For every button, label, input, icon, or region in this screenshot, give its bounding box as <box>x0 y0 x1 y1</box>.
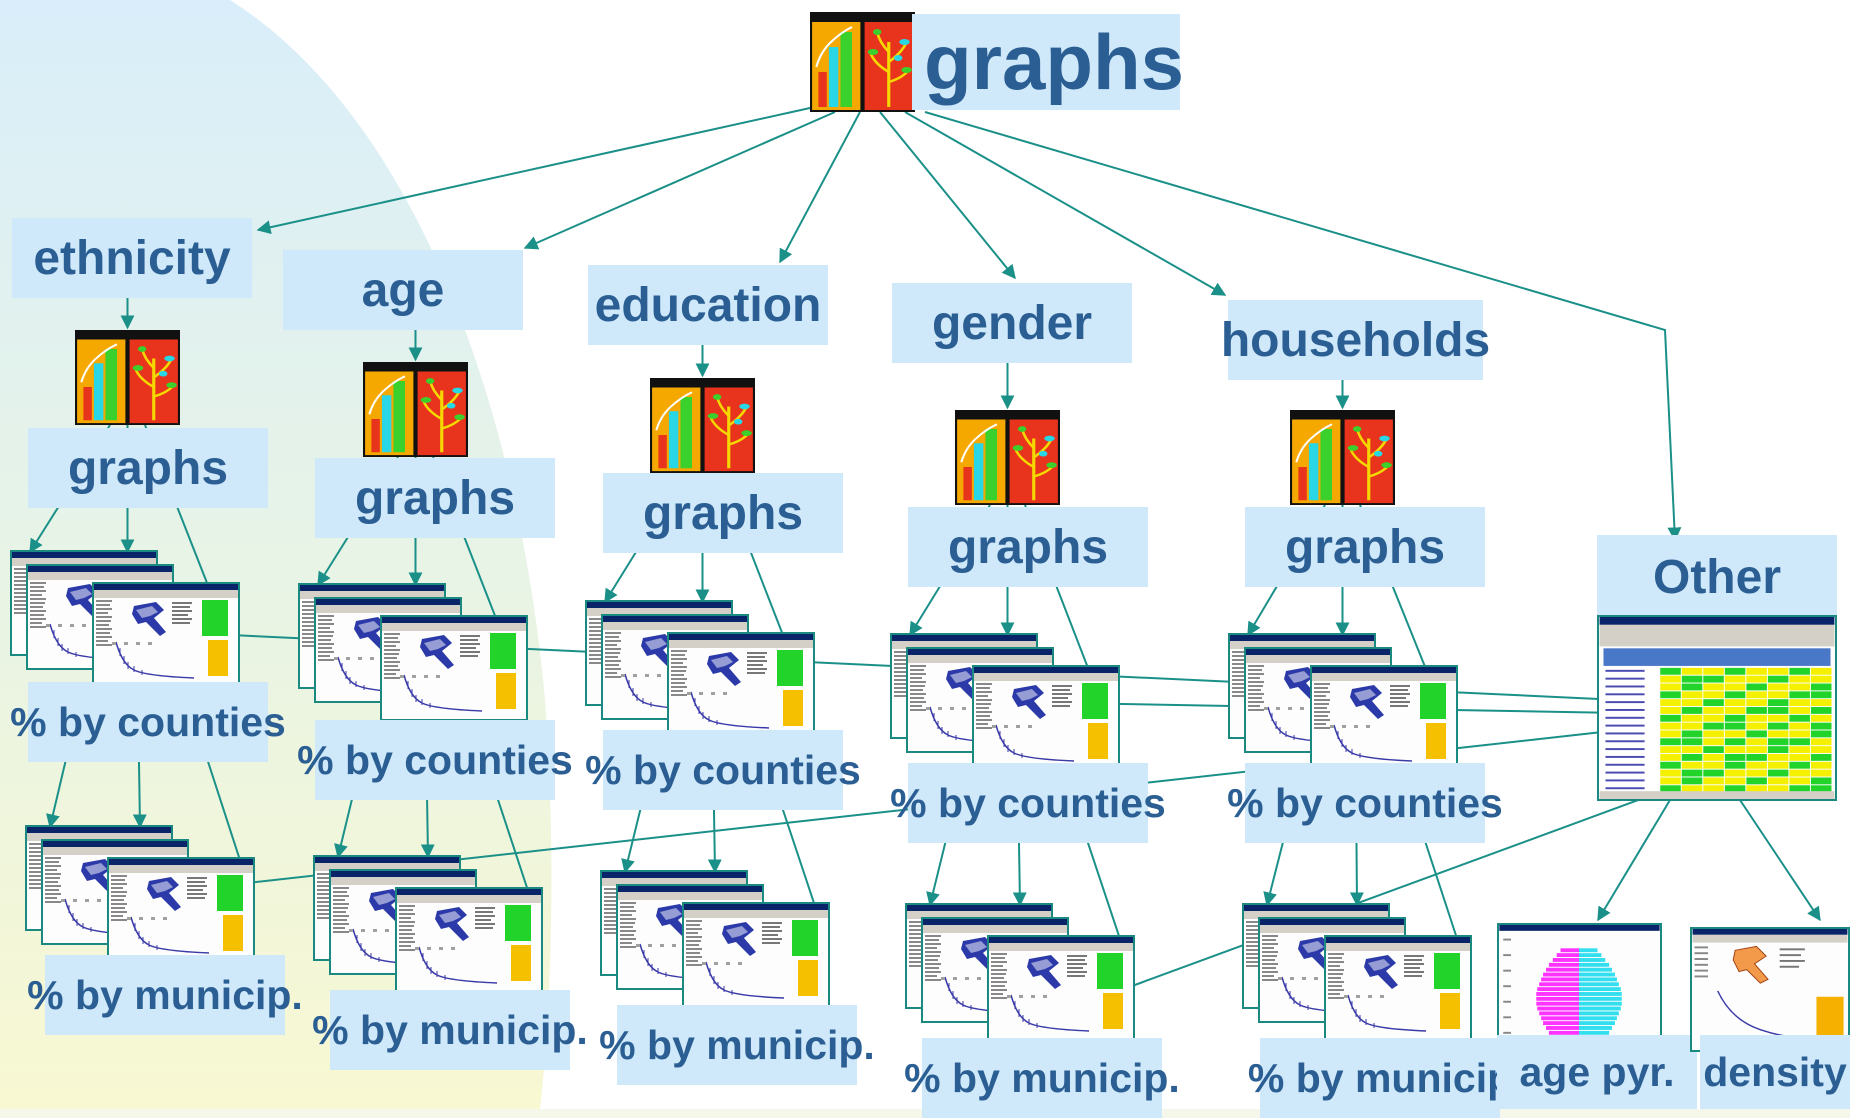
graphs-icon[interactable] <box>1290 410 1395 505</box>
graph-screenshot-thumbnail[interactable] <box>1310 665 1458 771</box>
category-label[interactable]: age <box>283 250 523 330</box>
graphs-label[interactable]: graphs <box>603 473 843 553</box>
graph-screenshot-thumbnail[interactable] <box>972 665 1120 771</box>
age-pyramid-label[interactable]: age pyr. <box>1497 1035 1697 1109</box>
counties-label[interactable]: % by counties <box>890 763 1166 843</box>
graphs-label[interactable]: graphs <box>28 428 268 508</box>
municipalities-label[interactable]: % by municip. <box>27 955 303 1035</box>
municipalities-label[interactable]: % by municip <box>1248 1038 1512 1118</box>
graph-screenshot-thumbnail[interactable] <box>1324 935 1472 1041</box>
category-label[interactable]: ethnicity <box>12 218 252 298</box>
municipalities-screenshots[interactable] <box>905 903 1137 1055</box>
root-graphs-icon[interactable] <box>810 12 915 112</box>
counties-screenshots[interactable] <box>585 600 817 752</box>
other-table-screenshot[interactable] <box>1597 615 1837 801</box>
counties-screenshots[interactable] <box>1228 633 1460 785</box>
category-label[interactable]: education <box>588 265 828 345</box>
graph-screenshot-thumbnail[interactable] <box>107 857 255 963</box>
municipalities-label[interactable]: % by municip. <box>599 1005 875 1085</box>
category-label[interactable]: gender <box>892 283 1132 363</box>
graphs-icon[interactable] <box>75 330 180 425</box>
graphs-icon[interactable] <box>955 410 1060 505</box>
counties-label[interactable]: % by counties <box>585 730 861 810</box>
municipalities-label[interactable]: % by municip. <box>904 1038 1180 1118</box>
municipalities-screenshots[interactable] <box>600 870 832 1022</box>
other-label[interactable]: Other <box>1597 535 1837 620</box>
graph-screenshot-thumbnail[interactable] <box>92 582 240 688</box>
graphs-label[interactable]: graphs <box>315 458 555 538</box>
counties-label[interactable]: % by counties <box>1227 763 1503 843</box>
graphs-icon[interactable] <box>363 362 468 457</box>
municipalities-screenshots[interactable] <box>1242 903 1474 1055</box>
counties-label[interactable]: % by counties <box>10 682 286 762</box>
root-graphs-label[interactable]: graphs <box>912 14 1184 110</box>
counties-screenshots[interactable] <box>10 550 242 702</box>
graphs-label[interactable]: graphs <box>908 507 1148 587</box>
graph-screenshot-thumbnail[interactable] <box>395 887 543 993</box>
municipalities-screenshots[interactable] <box>25 825 257 977</box>
density-screenshot[interactable] <box>1690 927 1850 1052</box>
graph-screenshot-thumbnail[interactable] <box>682 902 830 1008</box>
counties-label[interactable]: % by counties <box>297 720 573 800</box>
density-label[interactable]: density <box>1700 1035 1850 1109</box>
counties-screenshots[interactable] <box>890 633 1122 785</box>
graphs-label[interactable]: graphs <box>1245 507 1485 587</box>
graphs-icon[interactable] <box>650 378 755 473</box>
counties-screenshots[interactable] <box>298 583 530 735</box>
municipalities-screenshots[interactable] <box>313 855 545 1007</box>
graph-screenshot-thumbnail[interactable] <box>667 632 815 738</box>
graph-screenshot-thumbnail[interactable] <box>987 935 1135 1041</box>
municipalities-label[interactable]: % by municip. <box>312 990 588 1070</box>
category-label[interactable]: households <box>1221 300 1490 380</box>
graph-screenshot-thumbnail[interactable] <box>380 615 528 721</box>
